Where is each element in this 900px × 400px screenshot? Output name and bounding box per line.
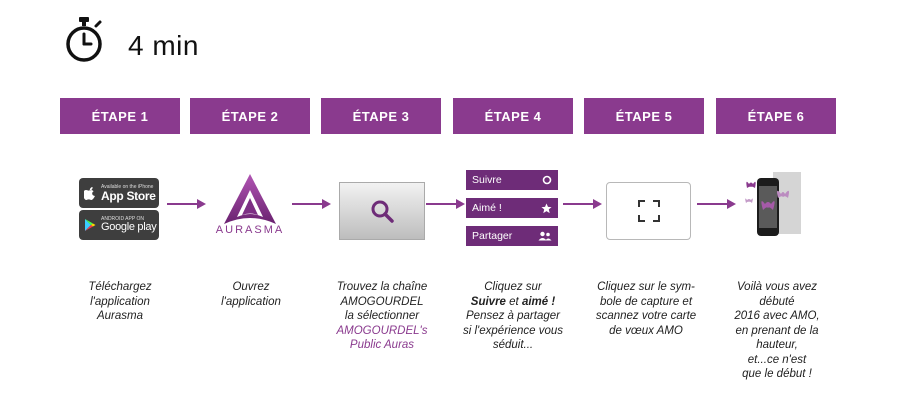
step-6-description: Voilà vous avez débuté 2016 avec AMO, en…	[712, 280, 842, 382]
like-button-label: Aimé !	[472, 202, 502, 214]
desc-line: scannez votre carte	[595, 310, 697, 322]
channel-name-highlight: Public Auras	[349, 339, 415, 351]
people-icon	[538, 231, 552, 241]
step-1-description: Téléchargez l'application Aurasma	[55, 280, 185, 324]
app-store-badge[interactable]: Available on the iPhone App Store	[79, 178, 159, 208]
desc-line: la sélectionner	[344, 310, 420, 322]
aurasma-logo-icon	[224, 174, 276, 224]
desc-line: en prenant de la	[735, 324, 819, 337]
desc-line: de vœux AMO	[609, 324, 683, 337]
desc-line: Pensez à partager	[466, 310, 560, 322]
follow-emphasis: Suivre	[470, 295, 506, 308]
desc-line-emphasis: Suivre et aimé !	[448, 295, 578, 310]
step-4-header: ÉTAPE 4	[453, 98, 573, 134]
step-2-header: ÉTAPE 2	[190, 98, 310, 134]
scan-frame-icon	[637, 200, 660, 222]
star-icon	[541, 202, 552, 213]
desc-line: que le début !	[742, 368, 812, 380]
app-store-label: App Store	[101, 188, 156, 203]
channel-search-box[interactable]	[339, 182, 425, 240]
step-2-description: Ouvrez l'application	[186, 280, 316, 309]
share-button[interactable]: Partager	[466, 226, 558, 246]
step-3-header: ÉTAPE 3	[321, 98, 441, 134]
arrow-2-icon	[292, 199, 331, 209]
desc-line: Trouvez la chaîne	[336, 281, 428, 293]
desc-line: séduit...	[492, 339, 534, 351]
play-triangle-icon	[79, 218, 101, 232]
desc-line: Cliquez sur	[484, 281, 542, 293]
follow-button[interactable]: Suivre	[466, 170, 558, 190]
capture-symbol[interactable]	[606, 182, 691, 240]
desc-line: bole de capture et	[599, 295, 693, 308]
aurasma-wordmark: AURASMA	[215, 224, 285, 236]
desc-line: l'application	[90, 295, 150, 308]
circle-icon	[542, 175, 552, 185]
desc-line: AMOGOURDEL	[340, 295, 424, 308]
duration-label: 4 min	[128, 30, 199, 61]
desc-line: Ouvrez	[232, 281, 270, 293]
step-1-header: ÉTAPE 1	[60, 98, 180, 134]
desc-connector: et	[505, 295, 522, 308]
desc-line: Cliquez sur le sym-	[597, 281, 695, 293]
step-6-header: ÉTAPE 6	[716, 98, 836, 134]
desc-line: hauteur,	[756, 339, 798, 351]
desc-line: Aurasma	[96, 310, 144, 322]
like-button[interactable]: Aimé !	[466, 198, 558, 218]
magnifier-icon	[371, 200, 394, 223]
desc-line: l'application	[221, 295, 281, 308]
desc-line: Voilà vous avez	[736, 281, 818, 293]
google-play-caption: ANDROID APP ON	[101, 216, 144, 222]
channel-name-highlight: AMOGOURDEL's	[336, 324, 428, 337]
desc-line: si l'expérience vous	[463, 324, 563, 337]
like-emphasis: aimé !	[521, 295, 556, 308]
stopwatch-icon	[66, 17, 102, 62]
desc-line: Téléchargez	[88, 281, 152, 293]
arrow-5-icon	[697, 199, 736, 209]
app-store-caption: Available on the iPhone	[101, 183, 154, 190]
arrow-4-icon	[563, 199, 602, 209]
google-play-label: Google play	[101, 221, 157, 233]
arrow-1-icon	[167, 199, 206, 209]
google-play-badge[interactable]: ANDROID APP ON Google play	[79, 210, 159, 240]
phone-butterflies-icon	[745, 172, 801, 236]
share-button-label: Partager	[472, 230, 513, 242]
step-5-description: Cliquez sur le sym- bole de capture et s…	[581, 280, 711, 338]
desc-line: et...ce n'est	[747, 353, 807, 366]
desc-line: 2016 avec AMO,	[734, 310, 820, 322]
step-4-description: Cliquez sur Suivre et aimé ! Pensez à pa…	[448, 280, 578, 353]
apple-icon	[79, 186, 101, 200]
step-3-description: Trouvez la chaîne AMOGOURDEL la sélectio…	[317, 280, 447, 353]
desc-line: débuté	[759, 295, 795, 308]
follow-button-label: Suivre	[472, 174, 502, 186]
arrow-3-icon	[426, 199, 465, 209]
step-5-header: ÉTAPE 5	[584, 98, 704, 134]
